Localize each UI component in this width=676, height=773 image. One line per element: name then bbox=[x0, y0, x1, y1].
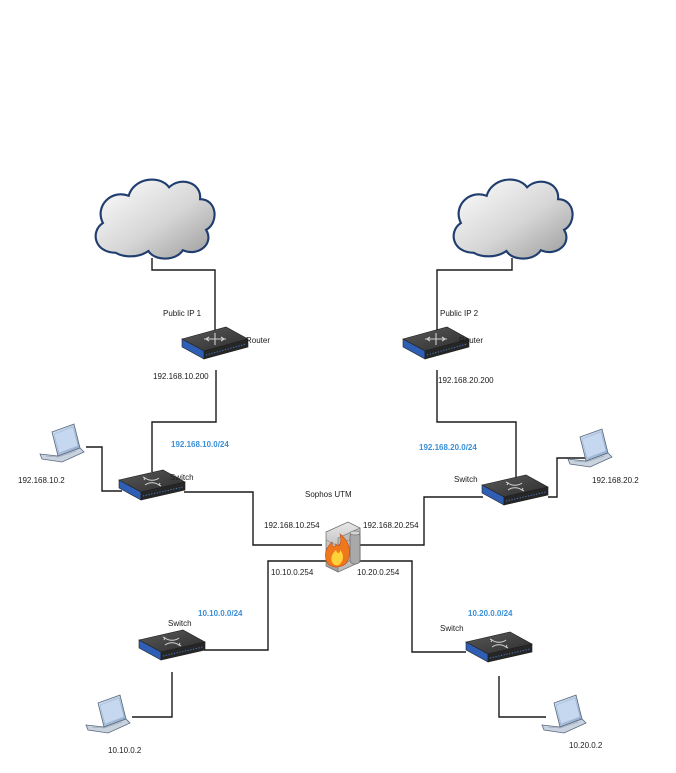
link-laptop1-switch1 bbox=[86, 446, 122, 492]
public-ip-1-label: Public IP 1 bbox=[163, 309, 202, 318]
router-left-ip-label: 192.168.10.200 bbox=[153, 372, 209, 381]
link-laptop2-switch2 bbox=[548, 457, 586, 498]
utm-ip-bottom-left-label: 10.10.0.254 bbox=[271, 568, 314, 577]
switch-icon[interactable] bbox=[138, 629, 206, 661]
network-right-label: 192.168.20.0/24 bbox=[419, 443, 477, 452]
switch-bottom-right-label: Switch bbox=[440, 624, 464, 633]
utm-title-label: Sophos UTM bbox=[305, 490, 352, 499]
laptop-icon[interactable] bbox=[85, 694, 131, 734]
link-utm-switch3 bbox=[204, 560, 330, 651]
link-router2-switch2 bbox=[436, 370, 517, 478]
link-cloud1-router1 bbox=[151, 258, 216, 330]
switch-top-right-label: Switch bbox=[454, 475, 478, 484]
laptop-top-right-label: 192.168.20.2 bbox=[592, 476, 639, 485]
link-switch4-laptop4 bbox=[498, 676, 546, 718]
switch-icon[interactable] bbox=[465, 631, 533, 663]
links bbox=[86, 258, 586, 718]
laptop-bottom-right-label: 10.20.0.2 bbox=[569, 741, 603, 750]
firewall-icon[interactable] bbox=[325, 521, 361, 573]
network-bottom-right-label: 10.20.0.0/24 bbox=[468, 609, 513, 618]
link-utm-switch4 bbox=[360, 560, 466, 653]
utm-ip-bottom-right-label: 10.20.0.254 bbox=[357, 568, 400, 577]
laptop-icon[interactable] bbox=[567, 428, 613, 468]
network-bottom-left-label: 10.10.0.0/24 bbox=[198, 609, 243, 618]
router-right-label: Router bbox=[459, 336, 484, 345]
link-switch1-utm bbox=[184, 491, 322, 546]
link-cloud2-router2 bbox=[436, 258, 513, 330]
link-switch2-utm bbox=[360, 496, 483, 546]
laptop-top-left-label: 192.168.10.2 bbox=[18, 476, 65, 485]
utm-ip-left-label: 192.168.10.254 bbox=[264, 521, 320, 530]
switch-top-left-label: Switch bbox=[170, 473, 194, 482]
laptop-bottom-left-label: 10.10.0.2 bbox=[108, 746, 142, 755]
link-switch3-laptop3 bbox=[132, 672, 173, 718]
link-router1-switch1 bbox=[151, 370, 217, 472]
network-left-label: 192.168.10.0/24 bbox=[171, 440, 229, 449]
switch-icon[interactable] bbox=[481, 474, 549, 506]
router-left-label: Router bbox=[246, 336, 271, 345]
utm-ip-right-label: 192.168.20.254 bbox=[363, 521, 419, 530]
cloud-icon bbox=[452, 178, 574, 260]
public-ip-2-label: Public IP 2 bbox=[440, 309, 479, 318]
switch-bottom-left-label: Switch bbox=[168, 619, 192, 628]
laptop-icon[interactable] bbox=[541, 694, 587, 734]
router-icon[interactable] bbox=[181, 326, 249, 360]
router-right-ip-label: 192.168.20.200 bbox=[438, 376, 494, 385]
laptop-icon[interactable] bbox=[39, 423, 85, 463]
cloud-icon bbox=[94, 178, 216, 260]
